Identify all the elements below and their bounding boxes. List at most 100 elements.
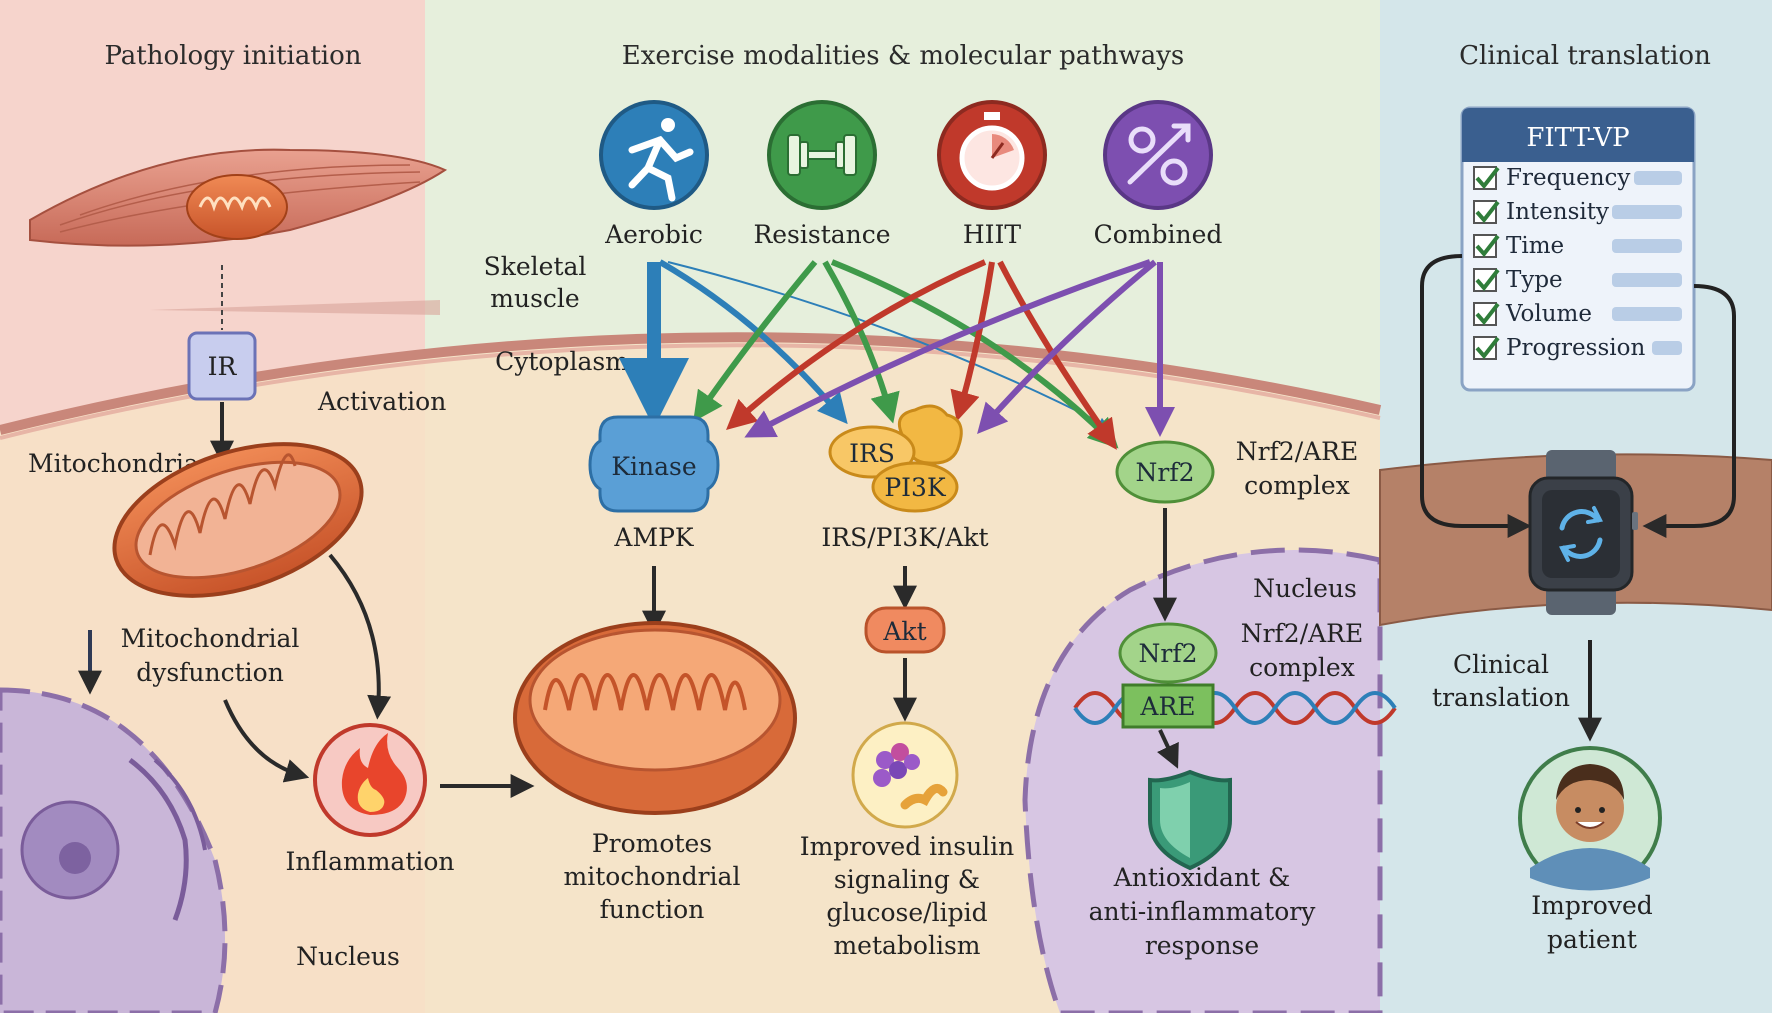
skeletal-muscle-illustration (29, 148, 448, 330)
inflammation-label: Inflammation (285, 847, 454, 876)
checkmark-icon (1475, 336, 1500, 360)
clinical-translation-label-1: Clinical (1453, 650, 1549, 679)
fitt-item-intensity: Intensity (1473, 199, 1682, 225)
cycle-arrows-icon (1127, 123, 1191, 186)
stopwatch-icon (959, 112, 1025, 191)
fitt-item-bar (1612, 239, 1682, 253)
fitt-right-loop-arrow (1642, 284, 1736, 538)
nrf2-are-inner-label-1: Nrf2/ARE (1241, 619, 1364, 648)
antioxidant-label-3: response (1145, 931, 1259, 960)
fitt-item-label: Intensity (1506, 199, 1609, 225)
dumbbell-icon (787, 134, 857, 176)
modality-aerobic (599, 100, 709, 210)
fitt-item-label: Progression (1506, 335, 1645, 361)
improved-insulin-label-2: signaling & (834, 865, 980, 894)
nucleus-label: Nucleus (1253, 574, 1357, 603)
aerobic-label: Aerobic (604, 220, 703, 249)
nrf2-are-inner-label-2: complex (1249, 653, 1355, 682)
right-panel-title: Clinical translation (1459, 41, 1711, 71)
fitt-item-bar (1634, 171, 1682, 185)
left-nucleus-label: Nucleus (296, 942, 400, 971)
promotes-label-2: mitochondrial (564, 862, 741, 891)
improved-patient-label-1: Improved (1531, 891, 1653, 920)
skeletal-label: Skeletal (484, 252, 587, 281)
resistance-arrows (693, 259, 1119, 449)
combined-label: Combined (1094, 220, 1223, 249)
fitt-item-type: Type (1473, 267, 1682, 293)
running-person-icon (628, 118, 694, 202)
improved-insulin-label-3: glucose/lipid (826, 898, 987, 927)
antioxidant-label-2: anti-inflammatory (1089, 897, 1317, 926)
modality-resistance (767, 100, 877, 210)
hiit-arrows (726, 259, 1117, 450)
patient-avatar (1518, 746, 1662, 891)
smartwatch (1528, 450, 1638, 615)
fitt-item-label: Time (1506, 233, 1564, 259)
fitt-item-time: Time (1473, 233, 1682, 259)
are-to-shield-arrow (1157, 729, 1179, 769)
fitt-item-list: FrequencyIntensityTimeTypeVolumeProgress… (1473, 165, 1682, 361)
modality-combined (1103, 100, 1213, 210)
hiit-label: HIIT (963, 220, 1022, 249)
fitt-item-volume: Volume (1473, 301, 1682, 327)
checkmark-icon (1475, 234, 1500, 258)
checkmark-icon (1475, 268, 1500, 292)
ir-receptor: IR (187, 331, 257, 401)
mito-dysfunction-label-1: Mitochondrial (121, 624, 300, 653)
irs-label: IRS (849, 439, 895, 468)
irs-pi3k-akt-label: IRS/PI3K/Akt (821, 523, 988, 552)
fitt-item-bar (1612, 273, 1682, 287)
akt-label: Akt (882, 617, 926, 646)
promotes-label-3: function (600, 895, 705, 924)
mito-to-inflammation-arrow (328, 553, 392, 720)
nrf2-are-complex-label-1: Nrf2/ARE (1236, 437, 1359, 466)
dysfunctional-mitochondrion (112, 442, 364, 598)
ampk-kinase-node: Kinase (588, 415, 720, 513)
inflammation-node (313, 723, 427, 837)
checkmark-icon (1475, 302, 1500, 326)
fitt-item-progression: Progression (1473, 335, 1682, 361)
kinase-label: Kinase (611, 452, 696, 481)
activation-label: Activation (317, 387, 446, 416)
fitt-title: FITT-VP (1526, 123, 1629, 153)
healthy-mitochondrion (513, 621, 797, 815)
fitt-item-frequency: Frequency (1473, 165, 1682, 191)
fitt-left-loop-arrow (1420, 254, 1532, 538)
ir-label: IR (208, 352, 238, 381)
glucose-lipid-icon (851, 721, 959, 829)
checkmark-icon (1475, 200, 1500, 224)
dysfunction-to-inflammation-arrow (223, 699, 310, 783)
improved-insulin-label-4: metabolism (833, 931, 980, 960)
middle-panel-title: Exercise modalities & molecular pathways (622, 41, 1185, 71)
left-nucleus (0, 687, 228, 1013)
cytoplasm-label: Cytoplasm (495, 347, 629, 376)
fitt-item-bar (1612, 307, 1682, 321)
mito-dysfunction-label-2: dysfunction (136, 658, 284, 687)
nrf2-inner-label: Nrf2 (1139, 639, 1198, 668)
modality-hiit (937, 100, 1047, 210)
nrf2-label: Nrf2 (1136, 458, 1195, 487)
left-panel-title: Pathology initiation (104, 41, 361, 71)
antioxidant-label-1: Antioxidant & (1113, 863, 1291, 892)
mitochondria-label: Mitochondria (28, 449, 199, 478)
resistance-label: Resistance (753, 220, 890, 249)
nrf2-are-bound: Nrf2 ARE (1118, 622, 1218, 729)
improved-patient-label-2: patient (1547, 925, 1637, 954)
checkmark-icon (1475, 166, 1500, 190)
sync-icon (1559, 506, 1603, 562)
improved-insulin-label-1: Improved insulin (800, 832, 1015, 861)
fitt-item-bar (1652, 341, 1682, 355)
are-label: ARE (1139, 692, 1195, 721)
nrf2-node: Nrf2 (1115, 440, 1215, 504)
promotes-label-1: Promotes (592, 829, 712, 858)
muscle-label: muscle (490, 284, 579, 313)
fitt-item-label: Type (1506, 267, 1563, 293)
fitt-item-label: Volume (1505, 301, 1592, 327)
akt-node: Akt (864, 606, 946, 654)
clinical-translation-label-2: translation (1432, 683, 1570, 712)
fitt-item-bar (1612, 205, 1682, 219)
combined-arrows (744, 259, 1175, 438)
pi3k-label: PI3K (884, 473, 947, 502)
ampk-label: AMPK (613, 523, 694, 552)
